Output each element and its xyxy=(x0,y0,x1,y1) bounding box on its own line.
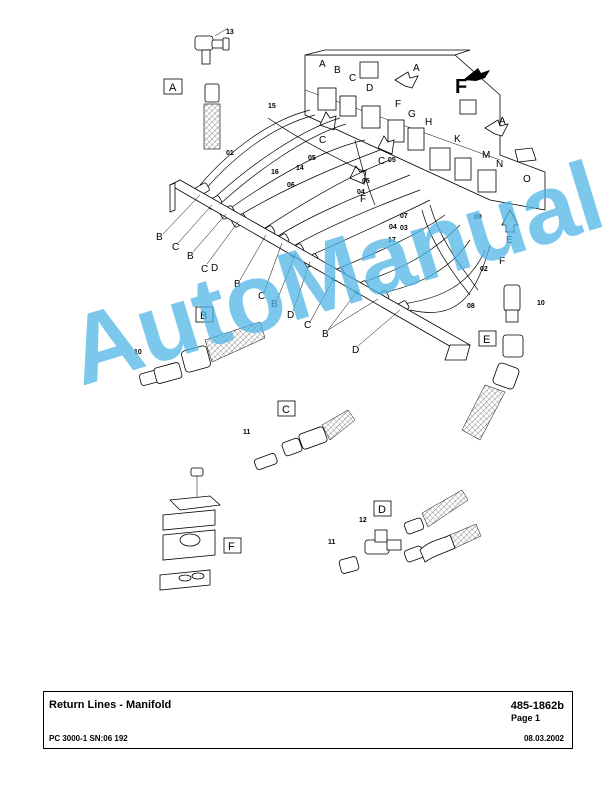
part-09: 09 xyxy=(474,214,482,221)
manifold-letter-d: D xyxy=(366,83,373,94)
manifold-letter-k: K xyxy=(454,134,461,145)
manifold-block xyxy=(304,49,546,211)
left-letter-b-4: B xyxy=(271,299,278,310)
callout-letter-e-1: E xyxy=(506,235,513,246)
manifold-letter-h: H xyxy=(425,117,432,128)
detail-label-a: A xyxy=(169,82,177,94)
part-10-a: 10 xyxy=(134,349,142,356)
part-15: 15 xyxy=(268,103,276,110)
part-05-c: 05 xyxy=(362,178,370,185)
callout-letter-c-2: C xyxy=(378,156,385,167)
machine-model: PC 3000-1 SN:06 192 xyxy=(49,734,128,743)
drawing-date: 08.03.2002 xyxy=(523,734,564,743)
left-letter-b-2: B xyxy=(187,251,194,262)
detail-label-e: E xyxy=(483,334,490,346)
detail-d-fitting xyxy=(338,489,482,574)
part-11-a: 11 xyxy=(243,429,251,436)
part-05-a: 05 xyxy=(308,155,316,162)
detail-label-e-box xyxy=(478,330,497,347)
callout-letter-c-1: C xyxy=(319,135,326,146)
part-04-a: 04 xyxy=(357,189,365,196)
manifold-letter-g: G xyxy=(408,109,416,120)
part-04-b: 04 xyxy=(389,224,397,231)
part-05-b: 05 xyxy=(388,157,396,164)
manifold-letter-m: M xyxy=(482,150,490,161)
left-letter-c-2: C xyxy=(201,264,208,275)
left-letter-c-1: C xyxy=(172,242,179,253)
part-08: 08 xyxy=(467,303,475,310)
detail-f-clamp xyxy=(159,467,221,591)
left-letter-b-5: B xyxy=(322,329,329,340)
callout-letter-a-2: A xyxy=(499,116,506,127)
part-01: 01 xyxy=(226,150,234,157)
page-number: Page 1 xyxy=(511,713,541,723)
manifold-letter-a: A xyxy=(319,59,326,70)
leader-lines xyxy=(162,194,401,347)
detail-label-d-box xyxy=(373,500,392,517)
hose-bundle xyxy=(199,109,491,313)
manifold-letter-o: O xyxy=(523,174,531,185)
part-14: 14 xyxy=(296,165,304,172)
exploded-parts-diagram: 13 A A B C D F G H K M N O A A C xyxy=(134,27,546,591)
drawing-title: Return Lines - Manifold xyxy=(49,699,172,711)
detail-label-c-box xyxy=(277,400,296,417)
part-02: 02 xyxy=(480,266,488,273)
manifold-letter-c: C xyxy=(349,73,356,84)
detail-label-c: C xyxy=(282,404,290,416)
direction-f-label: F xyxy=(455,76,467,98)
manifold-letter-f: F xyxy=(395,99,401,110)
left-letter-d-3: D xyxy=(352,345,359,356)
part-17: 17 xyxy=(388,237,396,244)
manifold-letter-n: N xyxy=(496,159,503,170)
detail-b-fitting xyxy=(139,321,266,386)
part-16: 16 xyxy=(271,169,279,176)
detail-label-b: B xyxy=(200,310,207,322)
detail-label-a-box xyxy=(163,78,183,95)
detail-e-fitting xyxy=(461,284,524,441)
part-07: 07 xyxy=(400,213,408,220)
callout-letter-f-2: F xyxy=(499,256,505,267)
bracket-plate xyxy=(169,179,471,361)
detail-label-d: D xyxy=(378,504,386,516)
left-letter-b-1: B xyxy=(156,232,163,243)
left-letter-c-3: C xyxy=(258,291,265,302)
detail-label-b-box xyxy=(195,306,214,323)
detail-c-fitting xyxy=(254,409,356,471)
title-block: Return Lines - Manifold 485-1862b Page 1… xyxy=(43,691,573,749)
callout-letter-f-1: F xyxy=(360,194,366,205)
part-03: 03 xyxy=(400,225,408,232)
manifold-letter-b: B xyxy=(334,65,341,76)
document-number: 485-1862b xyxy=(510,700,564,712)
callout-letter-a-1: A xyxy=(413,63,420,74)
part-13: 13 xyxy=(226,29,234,36)
left-letter-d-1: D xyxy=(211,263,218,274)
detail-label-f: F xyxy=(228,541,235,553)
part-06: 06 xyxy=(287,182,295,189)
left-letter-d-2: D xyxy=(287,310,294,321)
part-11-b: 11 xyxy=(328,539,336,546)
part-10-b: 10 xyxy=(537,300,545,307)
detail-label-f-box xyxy=(223,537,242,554)
left-letter-c-4: C xyxy=(304,320,311,331)
part-12: 12 xyxy=(359,517,367,524)
detail-a-fitting xyxy=(194,27,230,150)
left-letter-b-3: B xyxy=(234,279,241,290)
